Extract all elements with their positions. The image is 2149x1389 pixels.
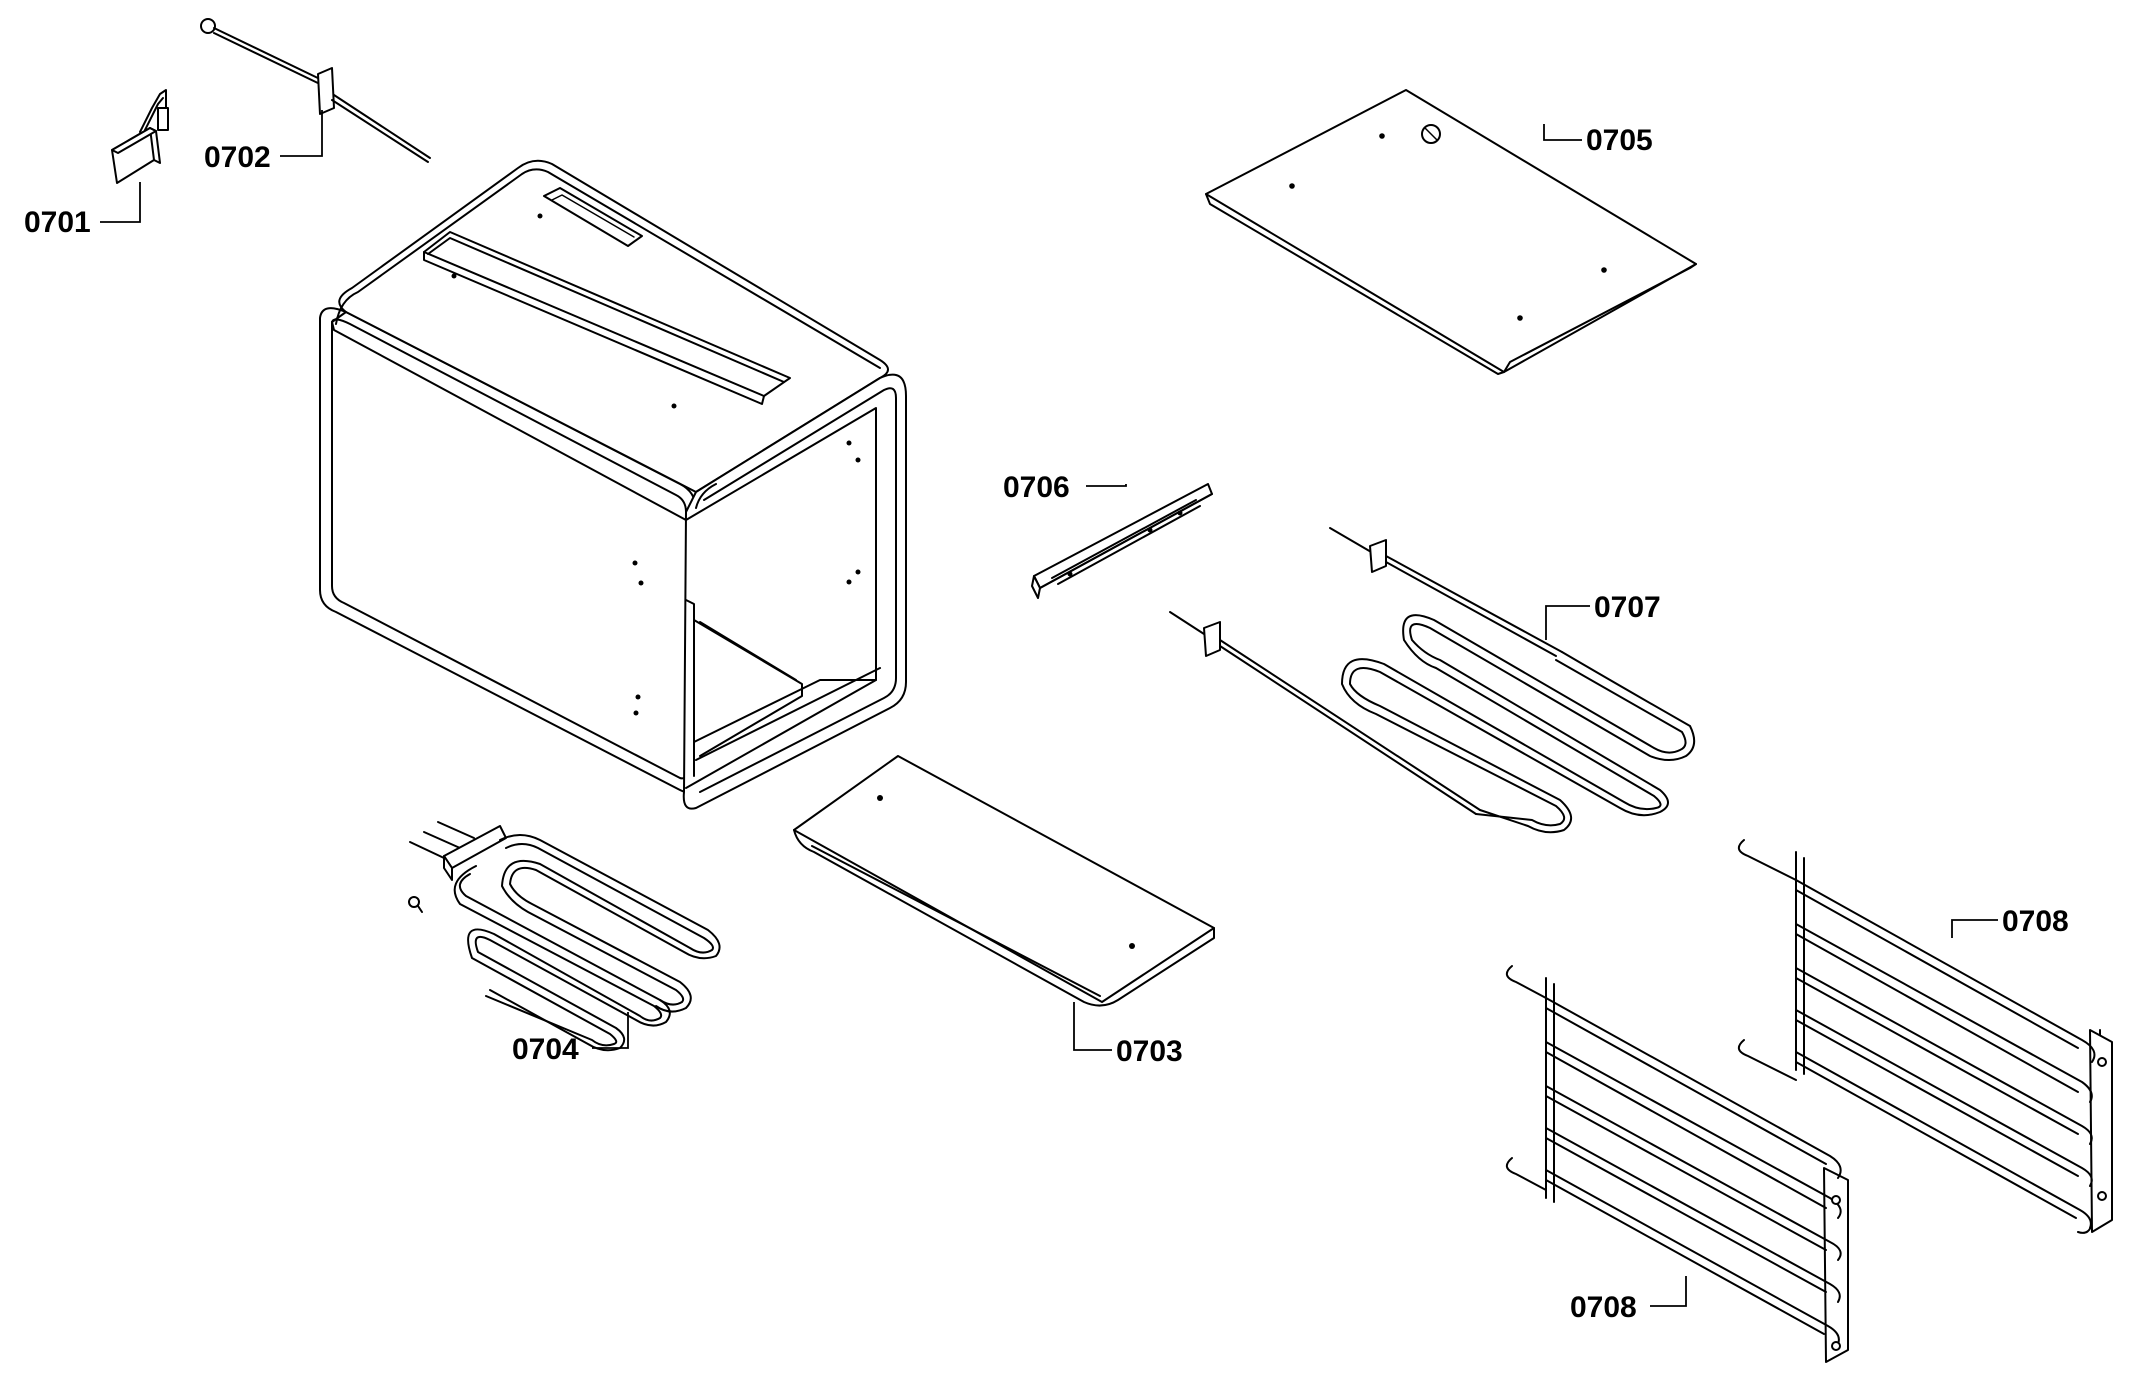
label-0708-right: 0708: [2002, 905, 2069, 938]
label-0707: 0707: [1594, 591, 1661, 624]
label-0704: 0704: [512, 1033, 579, 1066]
part-0701-connector: [111, 89, 169, 184]
label-0702: 0702: [204, 141, 271, 174]
part-0702-probe: [200, 18, 431, 163]
label-0701: 0701: [24, 206, 91, 239]
label-0706: 0706: [1003, 471, 1070, 504]
part-0708-shelf-rail-right: [1737, 839, 2113, 1234]
leader-lines: [100, 110, 1998, 1307]
part-labels: 0701 0702 0703 0704 0705 0706 0707 0708 …: [24, 124, 2069, 1324]
part-0706-bracket: [1031, 483, 1213, 599]
label-0703: 0703: [1116, 1035, 1183, 1068]
part-0704-lower-element: [408, 821, 721, 1052]
oven-cavity: [319, 159, 907, 810]
part-0707-heating-element: [1169, 527, 1696, 834]
part-0705-top-cover: [1205, 89, 1697, 375]
label-0705: 0705: [1586, 124, 1653, 157]
part-0708-shelf-rail-left: [1505, 965, 1849, 1363]
part-0703-bottom-plate: [793, 755, 1215, 1007]
label-0708-left: 0708: [1570, 1291, 1637, 1324]
